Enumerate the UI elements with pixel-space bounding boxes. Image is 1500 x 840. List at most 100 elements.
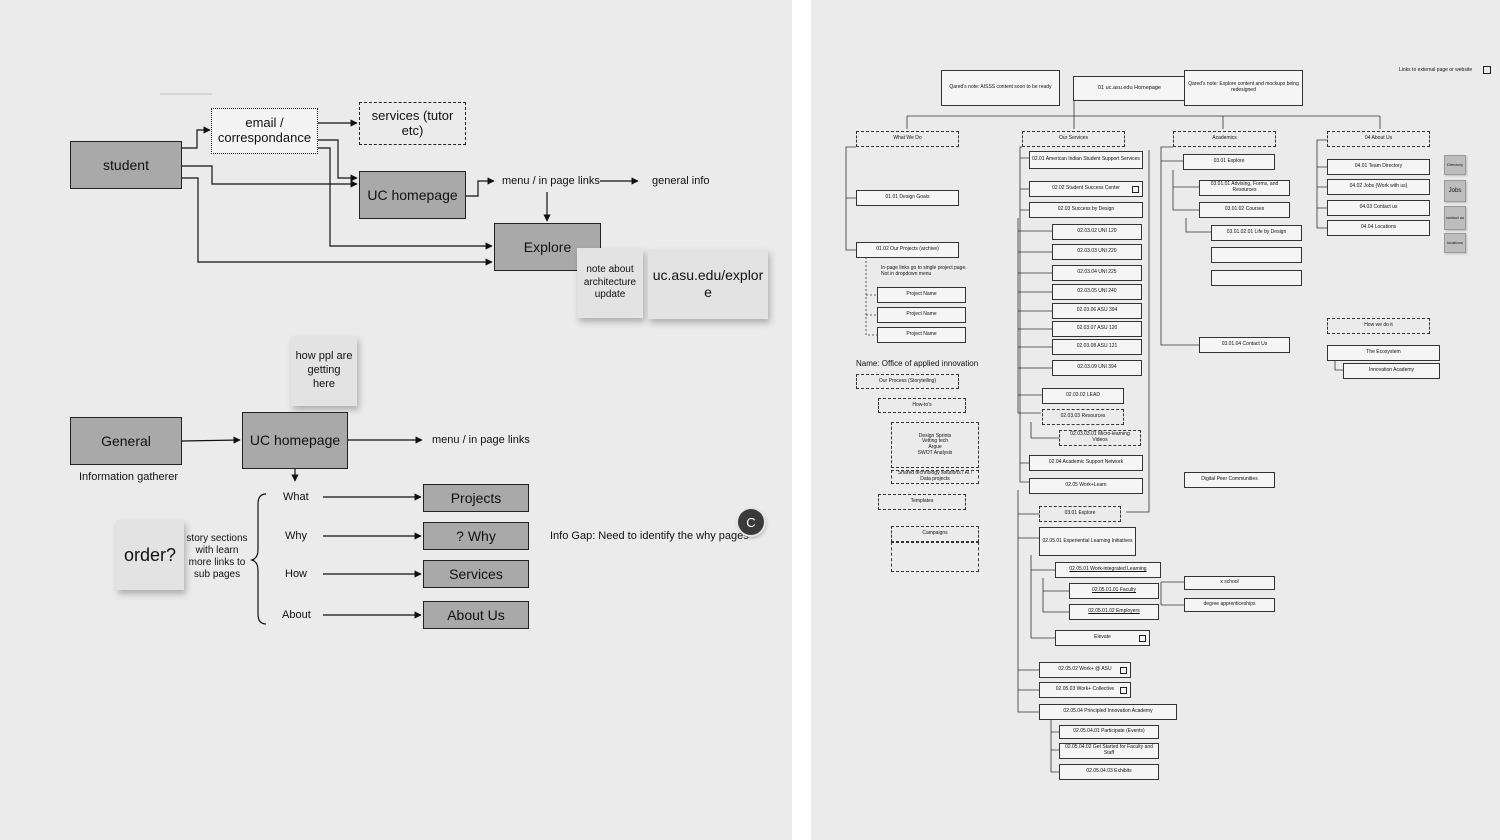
employers-node[interactable]: 02.05.01.02 Employers (1069, 604, 1159, 620)
jobs-node[interactable]: 04.02 Jobs (Work with us) (1327, 179, 1430, 195)
faculty-node[interactable]: 02.05.01.01 Faculty (1069, 583, 1159, 599)
work-learn-explore-node[interactable]: 03.01 Explore (1039, 506, 1121, 522)
architecture-sticky-note[interactable]: note about architecture update (577, 248, 643, 318)
our-services-label: Our Services (1059, 135, 1088, 142)
exhibits-node[interactable]: 02.05.04.03 Exhibits (1059, 764, 1159, 780)
work-learn-node[interactable]: 02.05 Work+Learn (1029, 478, 1143, 494)
team-directory-node[interactable]: 04.01 Team Directory (1327, 159, 1430, 175)
experiential-label: 02.05.01 Experiential Learning Initiativ… (1042, 537, 1133, 544)
project-name-node-2[interactable]: Project Name (877, 307, 966, 323)
degree-apprenticeships-node[interactable]: degree apprenticeships (1184, 598, 1275, 612)
how-we-do-it-node[interactable]: How we do it (1327, 318, 1430, 334)
uni-label-2: 02.03.04 UNI 225 (1077, 269, 1117, 276)
directory-tab[interactable]: Directory (1444, 155, 1466, 175)
experiential-node[interactable]: 02.05.01 Experiential Learning Initiativ… (1039, 527, 1136, 556)
what-we-do-node[interactable]: What We Do (856, 131, 959, 147)
shared-tech-node[interactable]: Shared technology solutions / AI / Data … (891, 470, 979, 484)
about-us-box[interactable]: About Us (423, 601, 529, 629)
success-by-design-node[interactable]: 02.03 Success by Design (1029, 202, 1143, 218)
lead-node[interactable]: 02.03.02 LEAD (1042, 388, 1124, 404)
academic-support-node[interactable]: 02.04 Academic Support Network (1029, 455, 1143, 471)
locations-tab[interactable]: locations (1444, 233, 1466, 253)
work-asu-label: 02.05.02 Work+ @ ASU (1058, 666, 1112, 673)
life-by-design-node[interactable]: 03.01.02.01 Life by Design (1211, 225, 1302, 241)
qared-note-2[interactable]: Qared's note: Explore content and mockup… (1184, 70, 1303, 106)
empty-dashed-node[interactable] (891, 542, 979, 572)
participate-node[interactable]: 02.05.04.01 Participate (Events) (1059, 725, 1159, 739)
about-us-label: About Us (447, 606, 505, 623)
uc-homepage-2-label: UC homepage (249, 432, 341, 449)
employers-label: 02.05.01.02 Employers (1088, 608, 1140, 615)
aisss-node[interactable]: 02.01 American Indian Student Support Se… (1029, 151, 1143, 169)
services-box[interactable]: services (tutor etc) (359, 102, 466, 145)
student-success-node[interactable]: 02.02 Student Success Center (1029, 181, 1143, 197)
microlearning-node[interactable]: 02.03.03.01 Micro-learning Videos (1059, 430, 1141, 446)
our-projects-node[interactable]: 01.02 Our Projects (archive) (856, 242, 959, 258)
jobs-tab[interactable]: Jobs (1444, 180, 1466, 202)
resources-node[interactable]: 02.03.03 Resources (1042, 409, 1124, 425)
homepage-node[interactable]: 01 uc.asu.edu Homepage (1073, 76, 1186, 101)
locations-node[interactable]: 04.04 Locations (1327, 220, 1430, 236)
uni-label-0: 02.03.02 UNI 120 (1077, 228, 1117, 235)
elevate-node[interactable]: Elevate (1055, 630, 1150, 646)
our-services-node[interactable]: Our Services (1022, 131, 1125, 147)
academics-node[interactable]: Academics (1173, 131, 1276, 147)
ecosystem-node[interactable]: The Ecosystem (1327, 345, 1440, 361)
email-box[interactable]: email / correspondance (211, 108, 318, 154)
contact-tab[interactable]: contact us (1444, 206, 1466, 230)
uni-node-6[interactable]: 02.03.08 ASU 121 (1052, 339, 1142, 355)
ecosystem-label: The Ecosystem (1366, 349, 1401, 356)
uni-node-4[interactable]: 02.03.06 ASU 394 (1052, 303, 1142, 319)
design-sprints-node[interactable]: Design Sprints Vetting tech Argue SWOT A… (891, 422, 979, 468)
project-name-node-1[interactable]: Project Name (877, 287, 966, 303)
empty-node-2[interactable] (1211, 270, 1302, 286)
uc-homepage-box-2[interactable]: UC homepage (242, 412, 348, 469)
general-box[interactable]: General (70, 417, 182, 465)
principled-innovation-node[interactable]: 02.05.04 Principled Innovation Academy (1039, 704, 1177, 720)
campaigns-node[interactable]: Campaigns (891, 526, 979, 542)
x-school-node[interactable]: x school (1184, 576, 1275, 590)
qared-note-1[interactable]: Qared's note: AISSS content soon to be r… (941, 70, 1060, 106)
design-goals-node[interactable]: 01.01 Design Goals (856, 190, 959, 206)
courses-node[interactable]: 03.01.02 Courses (1199, 202, 1290, 218)
life-by-design-label: 03.01.02.01 Life by Design (1226, 229, 1287, 236)
templates-node[interactable]: Templates (878, 494, 966, 510)
x-school-label: x school (1220, 579, 1239, 586)
digital-peer-node[interactable]: Digital Peer Communities (1184, 472, 1275, 488)
uni-node-7[interactable]: 02.03.09 UNI 394 (1052, 360, 1142, 376)
how-tos-node[interactable]: How-to's (878, 398, 966, 413)
project-name-node-3[interactable]: Project Name (877, 327, 966, 343)
resources-label: 02.03.03 Resources (1060, 413, 1106, 420)
uni-node-0[interactable]: 02.03.02 UNI 120 (1052, 224, 1142, 240)
uni-node-2[interactable]: 02.03.04 UNI 225 (1052, 265, 1142, 281)
uc-homepage-box[interactable]: UC homepage (359, 171, 466, 219)
why-box[interactable]: ? Why (423, 522, 529, 550)
advising-node[interactable]: 03.01.01 Advising, Forms, and Resources (1199, 180, 1290, 196)
empty-node-1[interactable] (1211, 247, 1302, 263)
wil-node[interactable]: 02.05.01 Work-integrated Learning (1055, 562, 1161, 578)
contact-node[interactable]: 04.03 Contact us (1327, 200, 1430, 216)
directory-tab-label: Directory (1446, 161, 1463, 167)
work-asu-node[interactable]: 02.05.02 Work+ @ ASU (1039, 662, 1131, 678)
uni-node-3[interactable]: 02.03.05 UNI 240 (1052, 284, 1142, 300)
principled-innovation-label: 02.05.04 Principled Innovation Academy (1063, 708, 1153, 715)
wire-email-explore (318, 147, 493, 250)
innovation-academy-node[interactable]: Innovation Academy (1343, 363, 1440, 379)
student-box[interactable]: student (70, 141, 182, 189)
get-started-node[interactable]: 02.05.04.02 Get Started for Faculty and … (1059, 743, 1159, 759)
user-avatar[interactable]: C (738, 509, 764, 535)
services-box-2[interactable]: Services (423, 560, 529, 588)
about-us-node[interactable]: 04 About Us (1327, 131, 1430, 147)
work-collective-node[interactable]: 02.05.03 Work+ Collective (1039, 682, 1131, 698)
services-2-label: Services (449, 565, 503, 582)
projects-box[interactable]: Projects (423, 484, 529, 512)
uni-node-5[interactable]: 02.03.07 ASU 120 (1052, 321, 1142, 337)
design-goals-label: 01.01 Design Goals (885, 194, 930, 201)
our-process-node[interactable]: Our Process (Storytelling) (856, 374, 959, 389)
order-sticky-note[interactable]: order? (116, 520, 184, 590)
academics-explore-node[interactable]: 03.01 Explore (1183, 154, 1275, 170)
how-ppl-sticky-note[interactable]: how ppl are getting here (291, 336, 357, 406)
url-sticky-note[interactable]: uc.asu.edu/explore (648, 249, 768, 319)
uni-node-1[interactable]: 02.03.03 UNI 220 (1052, 244, 1142, 260)
academics-contact-node[interactable]: 03.01.04 Contact Us (1199, 337, 1290, 353)
